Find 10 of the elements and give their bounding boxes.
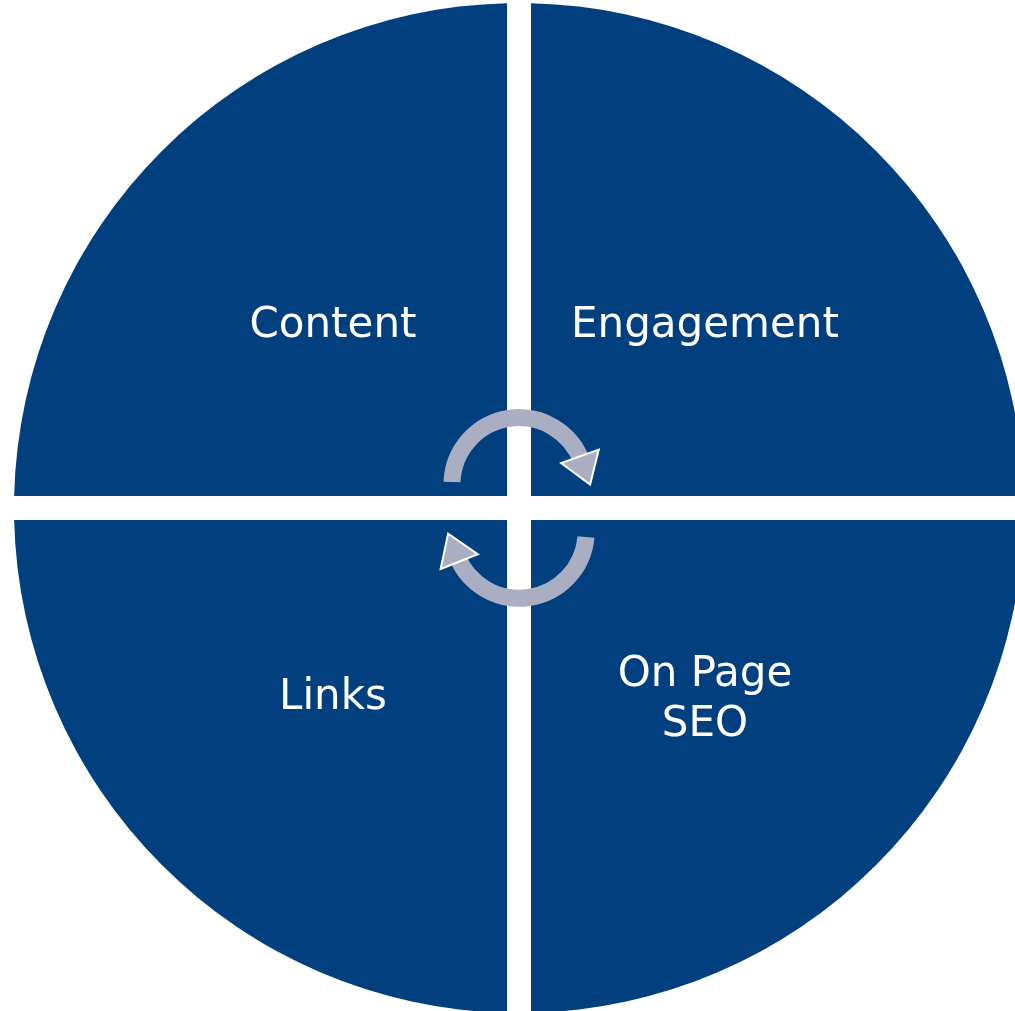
quadrant-segment: [531, 3, 1015, 496]
curved-arrow: [443, 409, 599, 486]
quadrant-segment: [531, 520, 1015, 1011]
quadrant-label: Content: [248, 298, 418, 348]
quadrant-label: Engagement: [570, 298, 840, 348]
quadrant-label: Links: [278, 670, 388, 720]
curved-arrow: [440, 533, 595, 607]
quadrant-label: On Page SEO: [616, 647, 794, 747]
quadrant-segment: [14, 3, 507, 496]
quadrant-segment: [14, 520, 507, 1011]
